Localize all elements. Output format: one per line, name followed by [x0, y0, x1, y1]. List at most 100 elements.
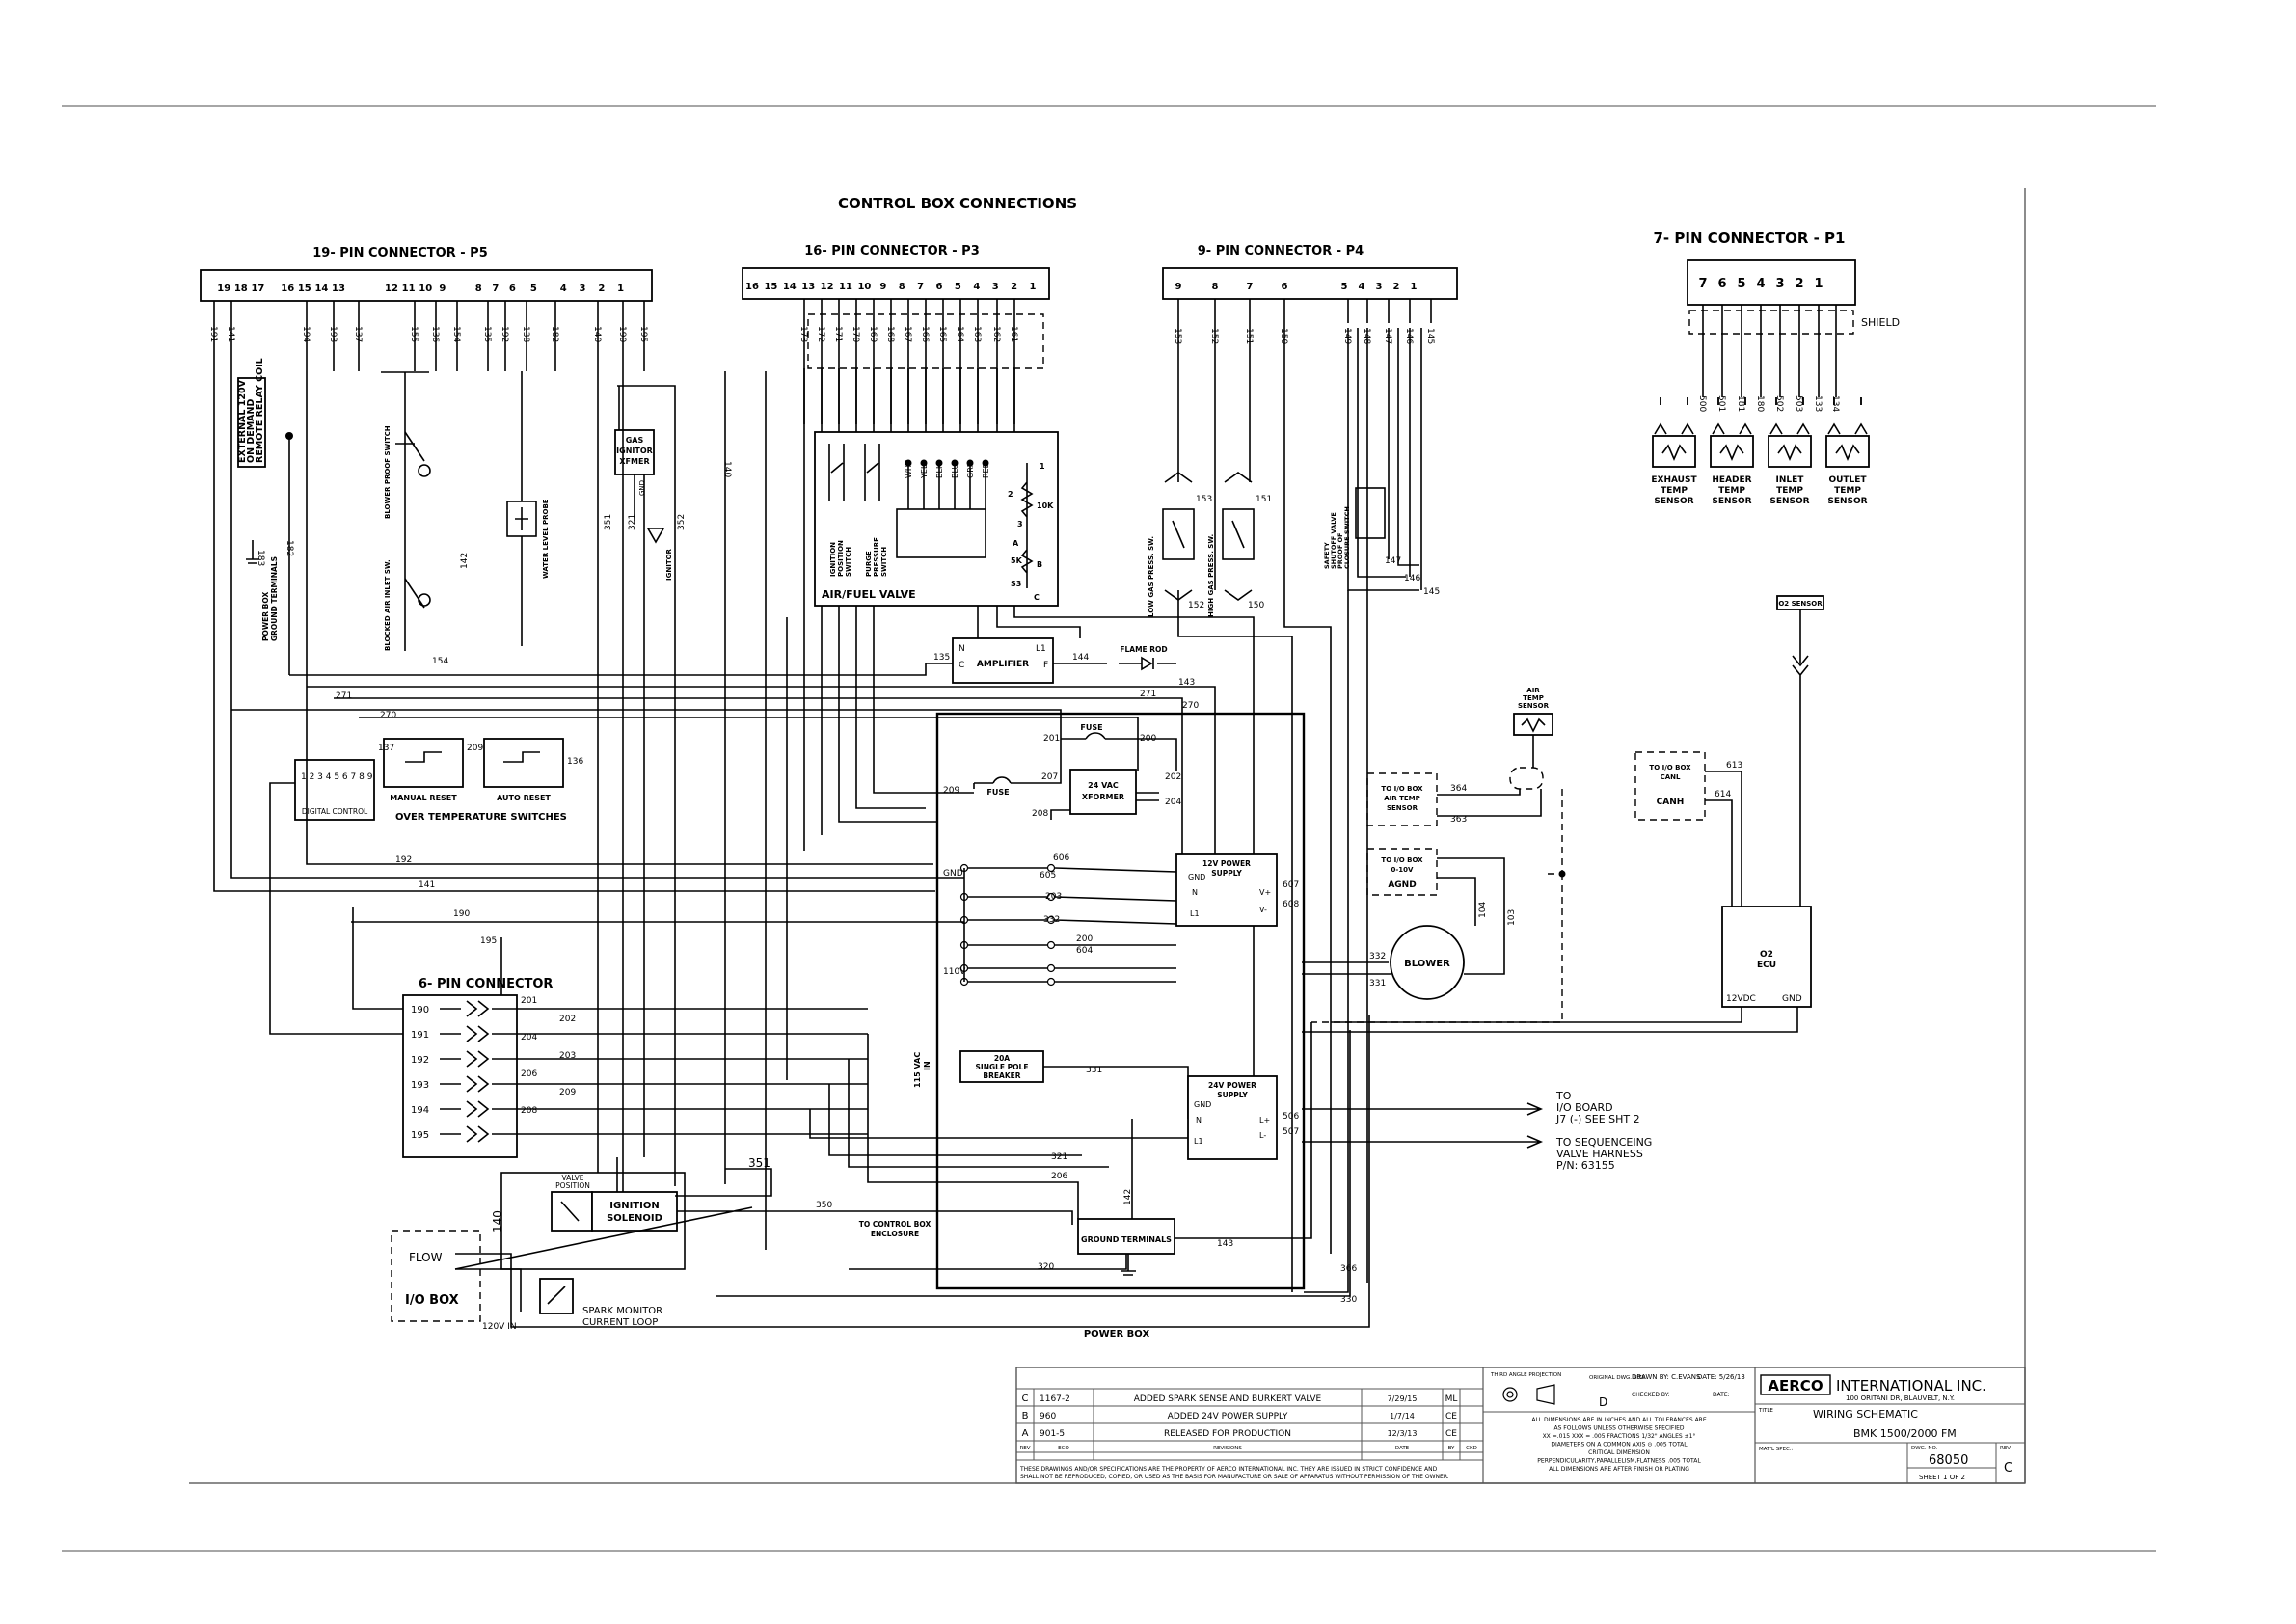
p5-pin-9: 9 — [439, 284, 446, 294]
ignitor-wiring — [617, 385, 676, 1186]
company-address: 100 ORITANI DR, BLAUVELT, N.Y. — [1846, 1394, 1955, 1402]
bus-wire-11 — [269, 782, 403, 1035]
six-pin-out-201-0: 201 — [521, 996, 537, 1006]
pb-321: 321 — [1051, 1152, 1067, 1162]
pb-200b: 200 — [1076, 934, 1093, 944]
p5-pin-15: 15 — [298, 284, 311, 294]
rev-C-by: ML — [1445, 1394, 1458, 1404]
wire-label-182: 182 — [284, 540, 294, 556]
low-gas-blade — [1172, 520, 1185, 549]
wire-label-195: 195 — [480, 936, 497, 946]
air-fuel-valve-label: AIR/FUEL VALVE — [822, 588, 916, 601]
wire-label-350: 350 — [816, 1201, 832, 1210]
pb-208: 208 — [1032, 809, 1048, 819]
wire-label-104: 104 — [1478, 902, 1488, 918]
size-label: ORIGINAL DWG. SIZE — [1589, 1375, 1646, 1381]
shield-junction — [1558, 870, 1566, 878]
purge-line1: PURGE — [865, 551, 873, 577]
pot-3: 3 — [1017, 520, 1023, 528]
six-pin-row-191 — [440, 1025, 868, 1042]
amp-pin-l1: L1 — [1036, 644, 1046, 654]
wire-label-351: 351 — [604, 514, 613, 530]
six-pin-out-204-2: 204 — [521, 1033, 537, 1042]
v120-in-label: 120V IN — [482, 1322, 517, 1332]
pb-331: 331 — [1086, 1066, 1102, 1075]
p3-wire-169: 169 — [868, 326, 878, 342]
blocked-air-switch — [404, 578, 425, 609]
io-box-refs: AIR TEMP SENSOR TO I/O BOX AIR TEMP SENS… — [1302, 687, 1812, 1033]
p4-wire-145: 145 — [1425, 328, 1435, 344]
wire-label-141: 141 — [419, 880, 435, 890]
air-fuel-valve: AIR/FUEL VALVE IGNITION POSITION SWITCH … — [807, 313, 1059, 607]
p1-pin-1: 1 — [1814, 277, 1823, 291]
dwg-number: 68050 — [1929, 1453, 1968, 1468]
ecu-gnd: GND — [1782, 994, 1802, 1004]
wire-label-363: 363 — [1450, 815, 1467, 825]
to-seq-line3: P/N: 63155 — [1556, 1159, 1615, 1172]
ps24-box — [1187, 1075, 1278, 1160]
projection-cone — [1536, 1384, 1555, 1405]
to-io-010-line2: 0-10V — [1391, 866, 1415, 874]
safety-line2: SHUTOFF VALVE — [1330, 512, 1337, 569]
p3-pin-2: 2 — [1011, 282, 1017, 292]
p5-pin-12: 12 — [385, 284, 398, 294]
wire-label-270: 270 — [380, 711, 396, 720]
p5-pin-3: 3 — [580, 284, 586, 294]
drawn-date: DATE: 5/26/13 — [1697, 1373, 1745, 1381]
pb-607: 607 — [1283, 880, 1299, 890]
pb-507: 507 — [1283, 1127, 1299, 1137]
checked-date: DATE: — [1713, 1392, 1730, 1398]
p4-wire-147: 147 — [1383, 328, 1392, 344]
pb-right-terminal-4 — [1046, 963, 1056, 973]
p3-pin-14: 14 — [783, 282, 797, 292]
canh-label: CANH — [1657, 798, 1685, 807]
rev-C-eco: 1167-2 — [1040, 1394, 1070, 1404]
temp-sensor-box-1 — [1710, 435, 1754, 468]
dwg-title-1: WIRING SCHEMATIC — [1813, 1408, 1918, 1421]
p5-pin-8: 8 — [475, 284, 482, 294]
pb-202: 202 — [1165, 772, 1181, 782]
ignition-solenoid-line2: SOLENOID — [607, 1213, 662, 1224]
rev-header-rev: REV — [1019, 1446, 1030, 1451]
temp-sensor-label-2-1: TEMP — [1776, 486, 1803, 496]
aerco-logo-box — [1760, 1374, 1831, 1395]
water-level-symbol — [515, 507, 528, 530]
pb-right-terminal-2 — [1046, 915, 1056, 925]
pb-206: 206 — [1051, 1172, 1067, 1181]
canl-line2: CANL — [1661, 773, 1681, 781]
bus-wire-34 — [1043, 1066, 1189, 1119]
valve-position-line2: POSITION — [555, 1181, 590, 1190]
valve-color-blk: BLK — [935, 463, 944, 478]
p4-pin-3: 3 — [1376, 282, 1383, 292]
pb-right-terminal-1 — [1046, 892, 1056, 902]
dwg-no-label: DWG. NO. — [1911, 1446, 1938, 1451]
digital-pins: 1 2 3 4 5 6 7 8 9 — [301, 772, 373, 782]
p3-wire-165: 165 — [937, 326, 947, 342]
six-pin-wire-192: 192 — [411, 1055, 429, 1066]
external-relay-line3: REMOTE RELAY COIL — [255, 358, 265, 463]
notice-line1: THESE DRAWINGS AND/OR SPECIFICATIONS ARE… — [1019, 1466, 1438, 1473]
pb-366: 366 — [1340, 1264, 1357, 1274]
projection-label: THIRD ANGLE PROJECTION — [1490, 1372, 1561, 1378]
p3-label: 16- PIN CONNECTOR - P3 — [804, 244, 980, 258]
p4-pin-1: 1 — [1411, 282, 1418, 292]
pb-203: 203 — [1045, 892, 1062, 902]
wire-label-154: 154 — [432, 657, 448, 666]
gas-ignitor-line2: IGNITOR — [616, 447, 653, 455]
ps12-vminus: V- — [1259, 906, 1267, 914]
p3-pin-16: 16 — [745, 282, 759, 292]
p3-housing — [742, 267, 1050, 300]
manual-reset-box — [383, 738, 464, 788]
p5-pin-17: 17 — [251, 284, 264, 294]
pb-terminal-out-2 — [1054, 919, 1177, 925]
bus-wire-30 — [867, 1034, 1079, 1219]
wire-label-140-vert: 140 — [722, 461, 732, 477]
bus-wire-24 — [996, 606, 1081, 638]
wire-label-143: 143 — [1178, 678, 1195, 688]
wire-label-364: 364 — [1450, 784, 1467, 794]
gas-pressure-switches: LOW GAS PRESS. SW. 153 152 HIGH GAS PRES… — [1148, 328, 1440, 617]
p4-label: 9- PIN CONNECTOR - P4 — [1198, 244, 1364, 258]
